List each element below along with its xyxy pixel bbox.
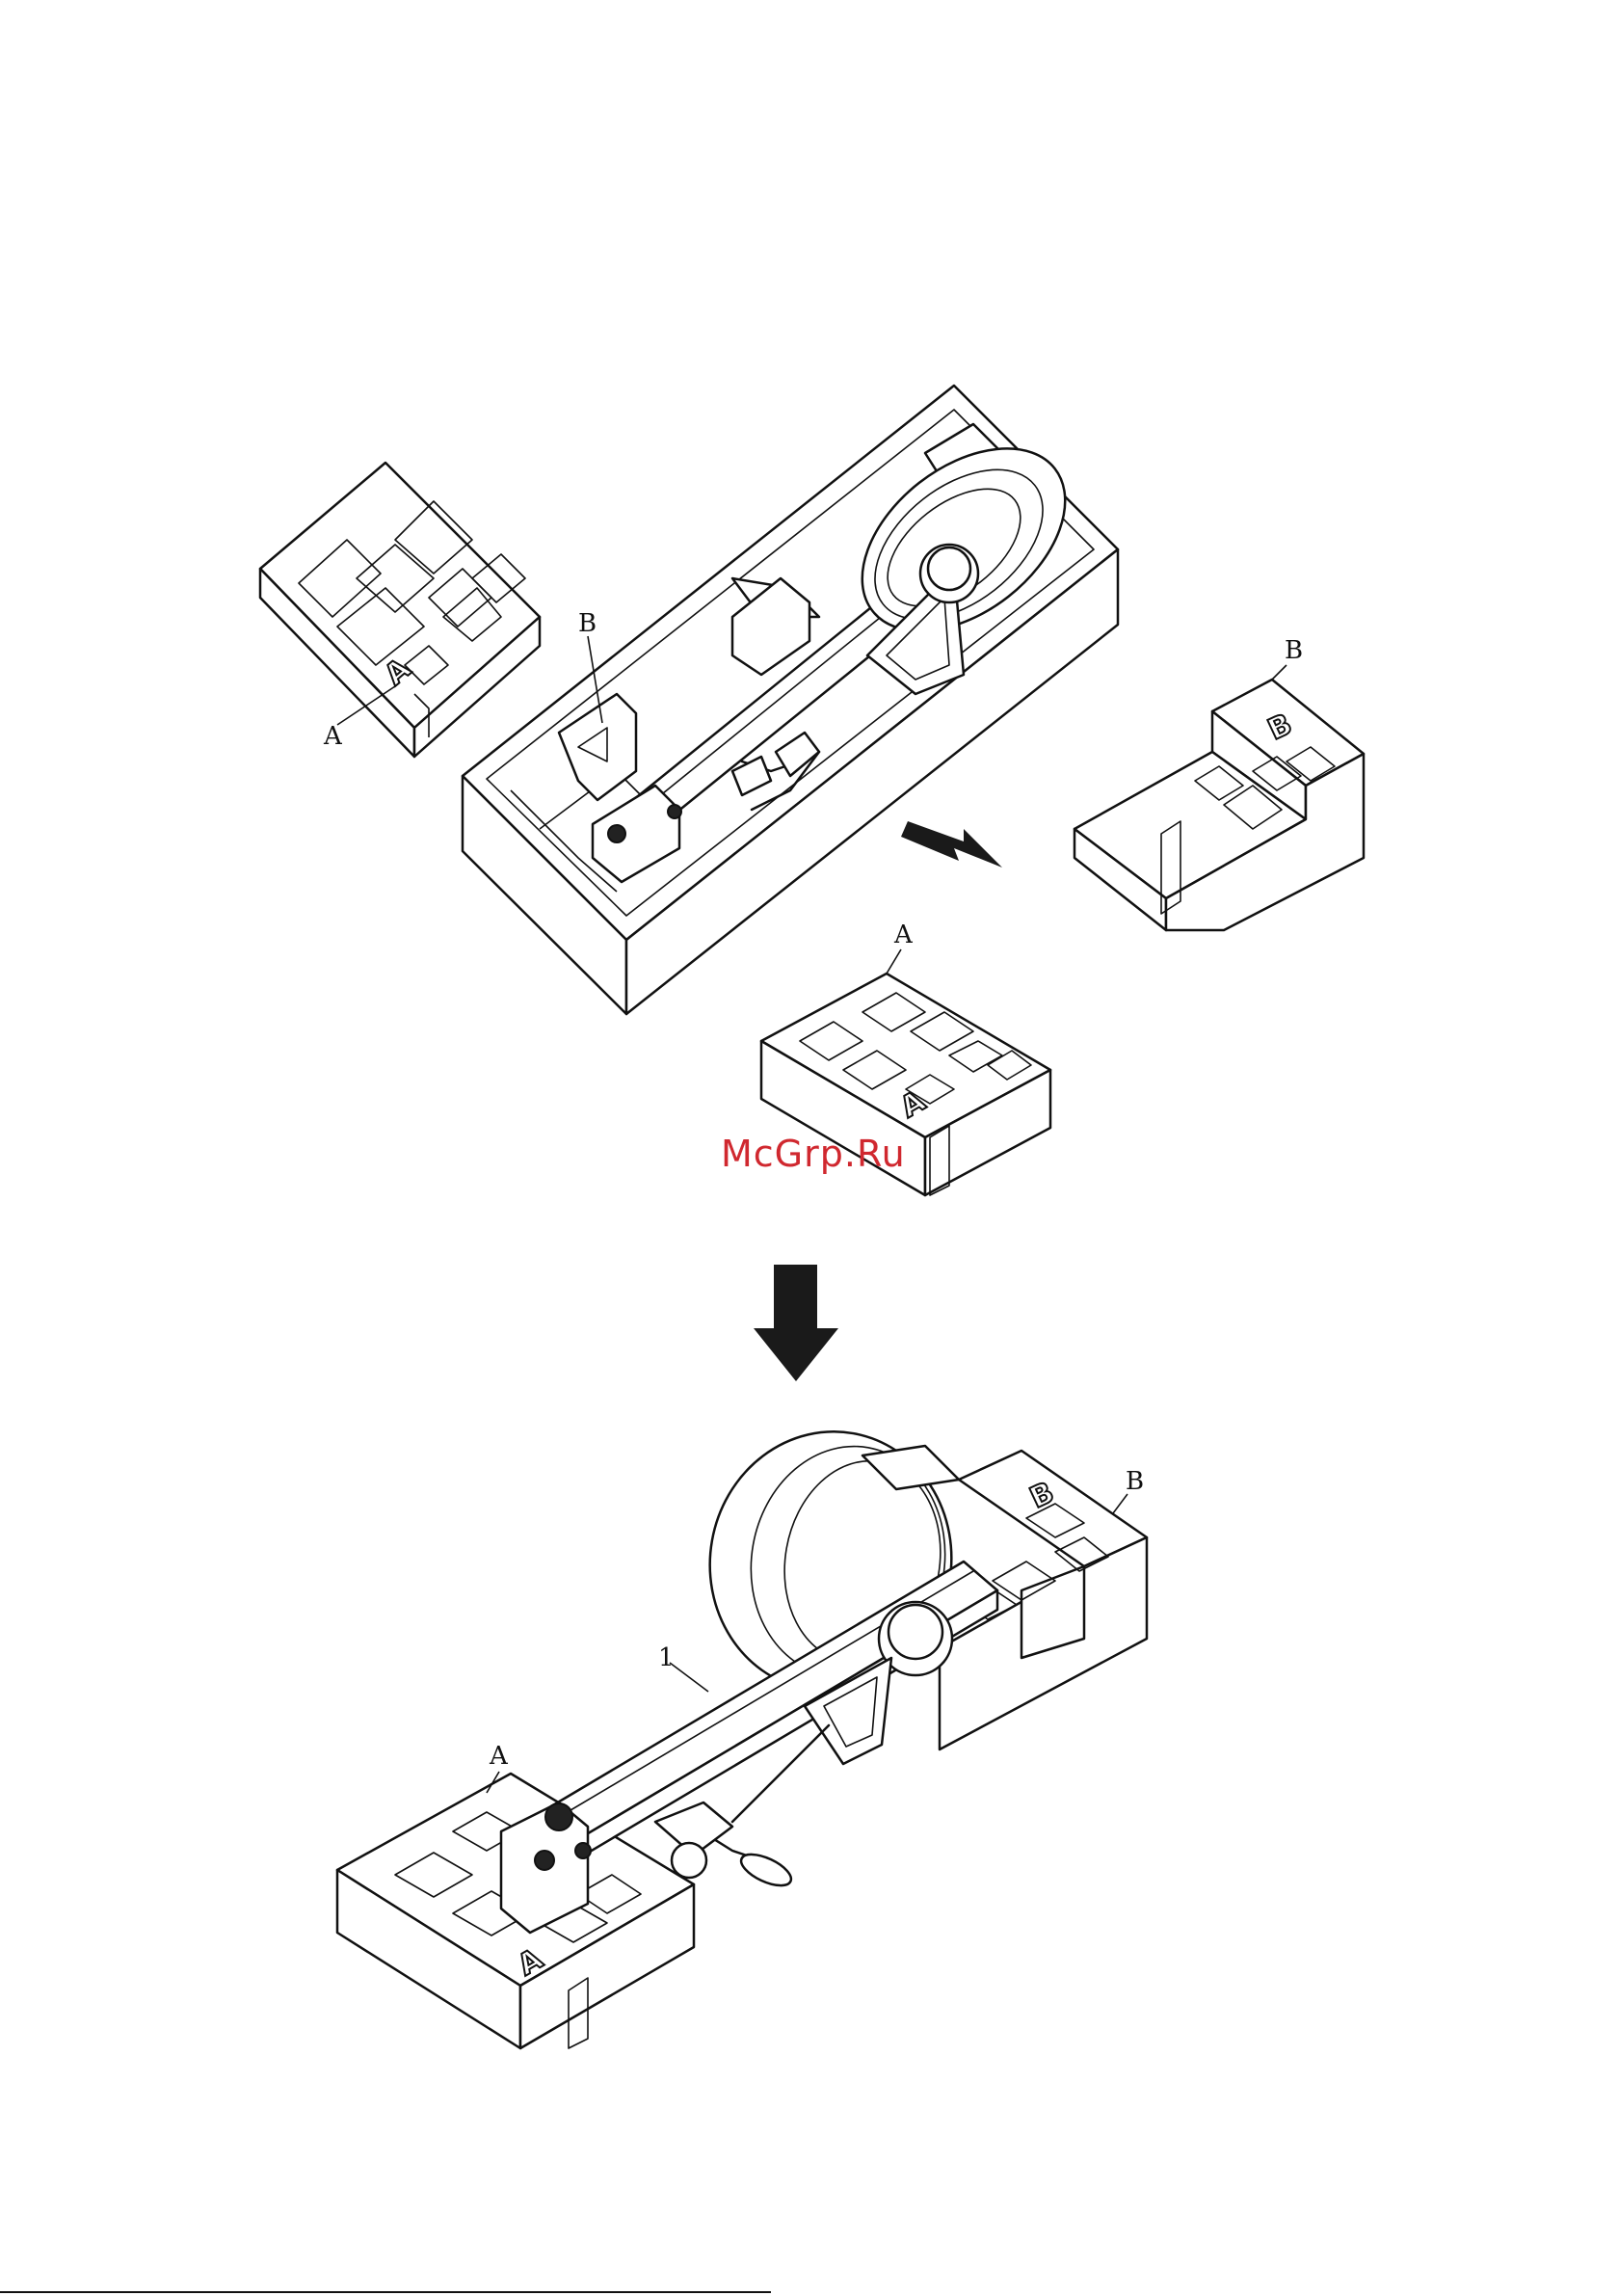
label-b-top-right: B [1285, 636, 1303, 665]
arrow-right-down-icon [901, 821, 1002, 868]
foam-block-b-top-right: B [1074, 680, 1364, 930]
foam-block-a-top-left: A [260, 463, 540, 757]
label-b-box-insert: B [578, 609, 597, 638]
label-b-bottom-right: B [1126, 1467, 1144, 1496]
label-a-middle: A [893, 921, 914, 949]
arrow-down-icon [754, 1265, 838, 1381]
watermark: McGrp.Ru [721, 1133, 906, 1175]
label-rower-part-1: 1 [658, 1643, 675, 1672]
label-a-top-left: A [323, 722, 343, 751]
label-a-bottom-left: A [489, 1742, 509, 1771]
